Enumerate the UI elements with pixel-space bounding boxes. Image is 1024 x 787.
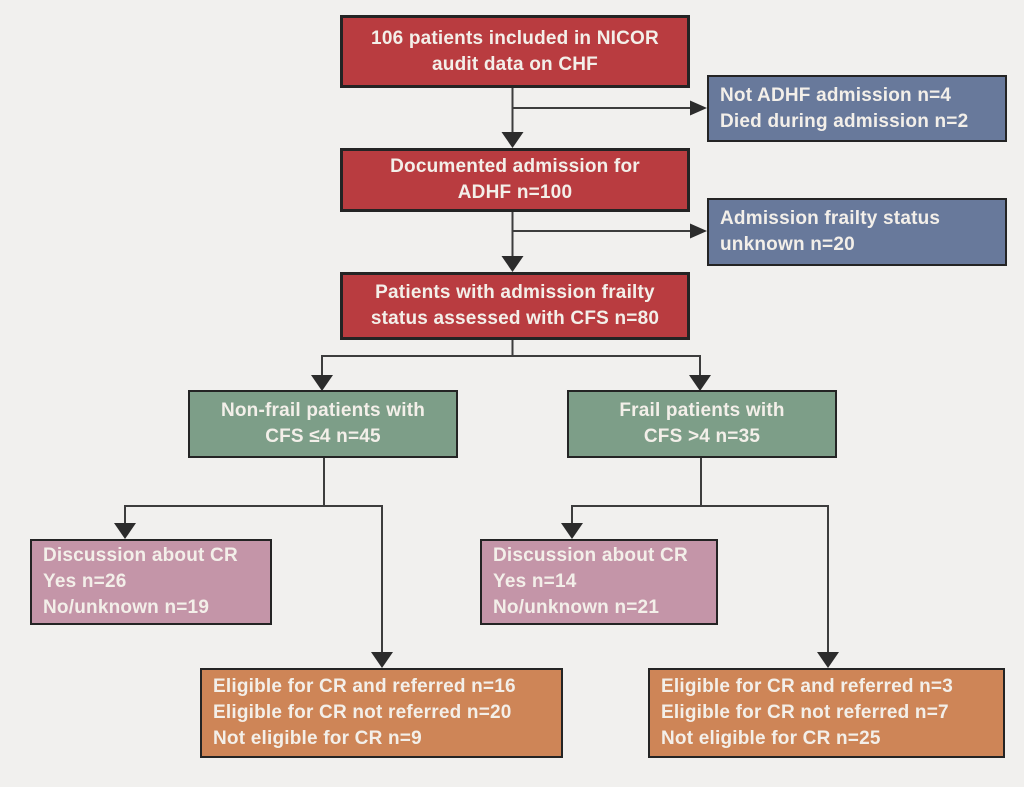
arrowhead-to-frailty-unknown — [690, 223, 707, 239]
node-frailty-unknown: Admission frailty status unknown n=20 — [707, 198, 1007, 266]
arrowhead-to-discussion-nonfrail — [114, 523, 136, 539]
arrowhead-to-discussion-frail — [561, 523, 583, 539]
arrowhead-to-frail — [689, 375, 711, 391]
node-cfs-assessed: Patients with admission frailty status a… — [340, 272, 690, 340]
node-excluded-admission: Not ADHF admission n=4 Died during admis… — [707, 75, 1007, 142]
node-discussion-non-frail: Discussion about CR Yes n=26 No/unknown … — [30, 539, 272, 625]
arrowhead-to-adhf — [501, 132, 524, 148]
arrowhead-to-eligibility-frail — [817, 652, 839, 668]
node-non-frail: Non-frail patients with CFS ≤4 n=45 — [188, 390, 458, 458]
node-adhf-admission: Documented admission for ADHF n=100 — [340, 148, 690, 212]
node-eligibility-non-frail: Eligible for CR and referred n=16 Eligib… — [200, 668, 563, 758]
arrowhead-to-excluded — [690, 100, 707, 116]
node-nicor-audit: 106 patients included in NICOR audit dat… — [340, 15, 690, 88]
arrowhead-to-eligibility-nonfrail — [371, 652, 393, 668]
node-frail: Frail patients with CFS >4 n=35 — [567, 390, 837, 458]
node-discussion-frail: Discussion about CR Yes n=14 No/unknown … — [480, 539, 718, 625]
connector-cfs-split — [321, 340, 701, 376]
arrowhead-to-nonfrail — [311, 375, 333, 391]
arrowhead-to-cfs — [501, 256, 524, 272]
node-eligibility-frail: Eligible for CR and referred n=3 Eligibl… — [648, 668, 1005, 758]
